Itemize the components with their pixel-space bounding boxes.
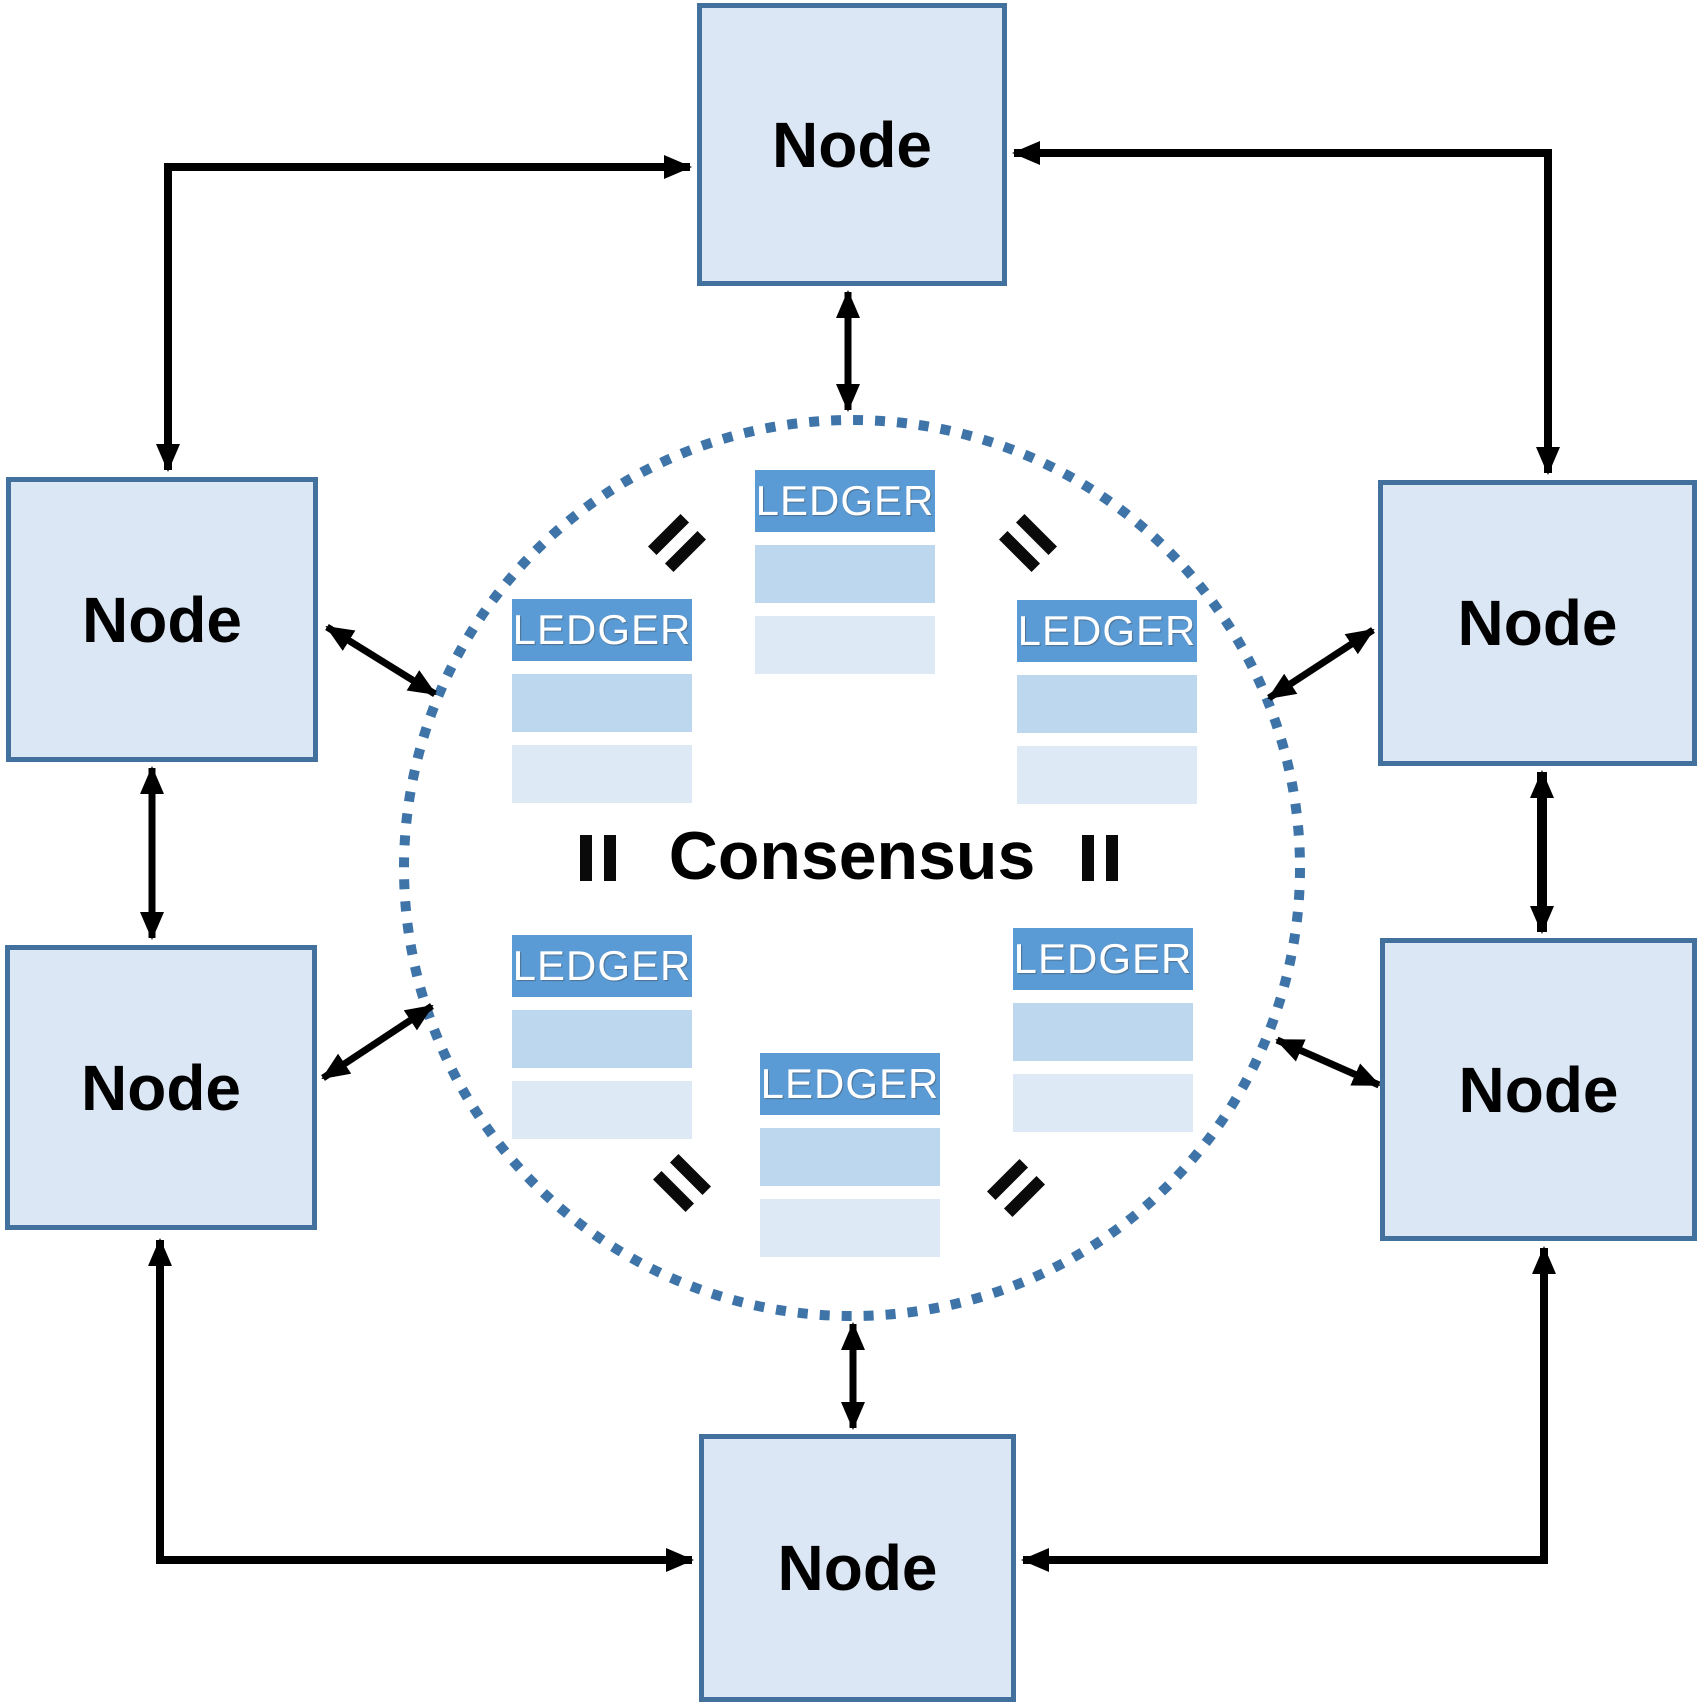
arrow-elbow-bottom-right <box>1021 1246 1556 1572</box>
ledger-row <box>512 1010 692 1068</box>
ledger-row <box>1013 1003 1193 1061</box>
ledger-row <box>755 616 935 674</box>
ledger-row <box>760 1199 940 1257</box>
ledger-low-left: LEDGER <box>512 935 692 1139</box>
node-box-bottom: Node <box>699 1434 1016 1702</box>
consensus-title: Consensus <box>668 818 1036 894</box>
ledger-header: LEDGER <box>512 935 692 997</box>
ledger-header: LEDGER <box>1017 600 1197 662</box>
node-box-left-top: Node <box>6 477 318 762</box>
ledger-row <box>512 674 692 732</box>
arrow-left-bottom-node-to-circle <box>321 1003 434 1081</box>
arrow-left-top-node-to-circle <box>325 624 437 697</box>
ledger-row <box>1013 1074 1193 1132</box>
ledger-header: LEDGER <box>755 470 935 532</box>
ledger-mid-left: LEDGER <box>512 599 692 803</box>
ledger-top: LEDGER <box>755 470 935 674</box>
ledger-row <box>755 545 935 603</box>
node-box-right-top: Node <box>1378 480 1697 766</box>
ledger-low-right: LEDGER <box>1013 928 1193 1132</box>
ledger-mid-right: LEDGER <box>1017 600 1197 804</box>
ledger-row <box>760 1128 940 1186</box>
ledger-row <box>512 745 692 803</box>
arrow-right-top-node-to-circle <box>1267 627 1375 701</box>
node-label: Node <box>82 583 242 656</box>
node-box-right-bottom: Node <box>1380 938 1697 1241</box>
ledger-row <box>1017 746 1197 804</box>
ledger-bottom: LEDGER <box>760 1053 940 1257</box>
node-label: Node <box>772 108 932 181</box>
consensus-circle <box>399 415 1305 1321</box>
arrow-right-bottom-node-to-circle <box>1275 1036 1381 1089</box>
node-label: Node <box>1457 587 1618 659</box>
ledger-row <box>1017 675 1197 733</box>
node-box-left-bottom: Node <box>5 945 317 1230</box>
ledger-row <box>512 1081 692 1139</box>
ledger-header: LEDGER <box>1013 928 1193 990</box>
arrow-elbow-bottom-left <box>148 1238 694 1572</box>
node-label: Node <box>777 1532 938 1604</box>
arrow-elbow-top-left <box>156 155 692 472</box>
node-box-top: Node <box>697 3 1007 286</box>
ledger-header: LEDGER <box>512 599 692 661</box>
arrow-elbow-top-right <box>1012 141 1560 475</box>
node-label: Node <box>81 1051 241 1124</box>
node-label: Node <box>1458 1053 1619 1126</box>
ledger-header: LEDGER <box>760 1053 940 1115</box>
